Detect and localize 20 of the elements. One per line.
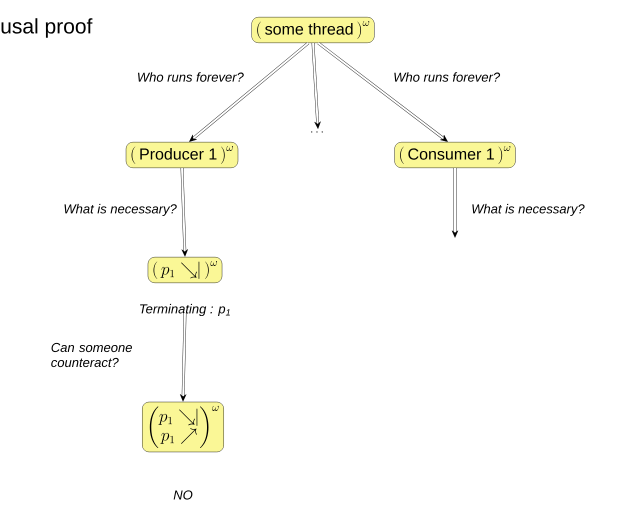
arrow xyxy=(317,42,448,142)
formula-box: $\left(\,p_1 \searrow\!\!| \,\right)^{\omega}$ xyxy=(148,256,222,284)
title: usal proof xyxy=(2,18,92,38)
edge-label: Who runs forever? xyxy=(138,72,244,82)
node-caption: NO xyxy=(174,490,192,500)
formula-box: $\left(\,\text{some thread}\,\right)^{\omega}$ xyxy=(251,16,375,44)
arrow xyxy=(312,42,321,129)
edge-label: Can someone counteract? xyxy=(51,342,132,368)
formula-box: $\begin{pmatrix} p_1 \searrow\!\!| \\ p_1 \nearrow \end{pmatrix}^{\omega}$ xyxy=(142,402,224,452)
edge-label: Who runs forever? xyxy=(394,72,500,82)
formula-box: $\left(\,\text{Producer 1}\,\right)^{\omega}$ xyxy=(126,142,238,168)
arrow xyxy=(180,168,188,257)
edge-label: What is necessary? xyxy=(472,204,585,216)
arrow xyxy=(452,168,458,238)
edge-label: What is necessary? xyxy=(64,204,177,216)
node-caption: Terminating : p$_{1}$ xyxy=(140,304,230,316)
arrow xyxy=(180,313,186,402)
formula-box: $\left(\,\text{Consumer 1}\,\right)^{\omega}$ xyxy=(394,142,516,168)
arrow xyxy=(189,42,310,142)
ellipsis-text: $\dots$ xyxy=(311,131,323,133)
